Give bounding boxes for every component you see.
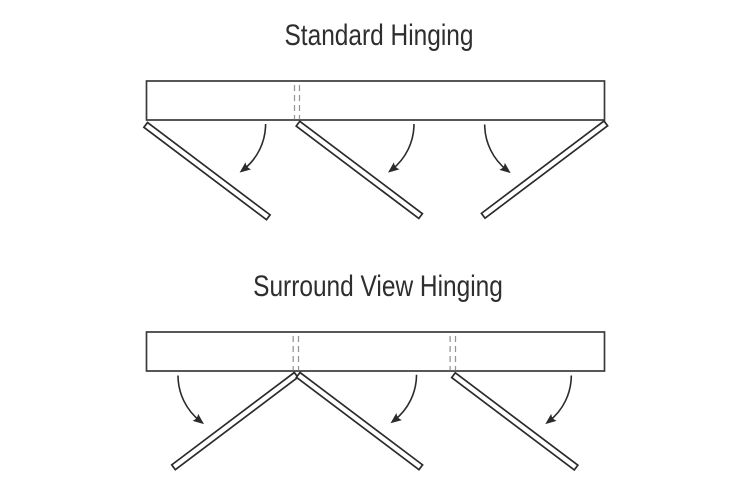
svg-text:Standard Hinging: Standard Hinging: [284, 19, 473, 52]
svg-text:Surround View Hinging: Surround View Hinging: [253, 270, 503, 303]
